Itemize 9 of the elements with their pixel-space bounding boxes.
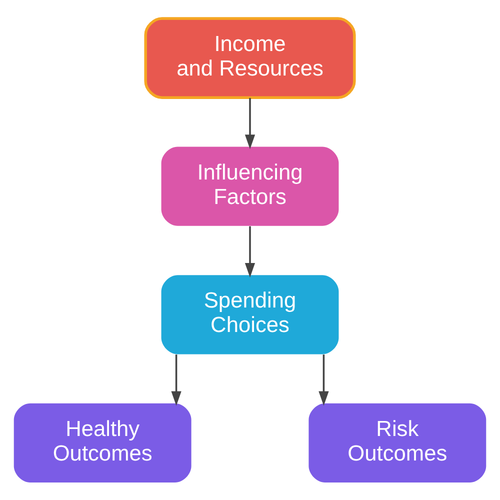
arrow xyxy=(244,97,256,149)
arrow xyxy=(171,354,182,406)
node-box: Risk Outcomes xyxy=(308,402,486,482)
node-box: Spending Choices xyxy=(161,274,339,354)
node-box: Healthy Outcomes xyxy=(14,402,192,482)
arrow xyxy=(244,226,256,277)
node-box: Income and Resources xyxy=(144,16,356,98)
arrow xyxy=(318,354,329,406)
node-box: Influencing Factors xyxy=(161,146,339,226)
